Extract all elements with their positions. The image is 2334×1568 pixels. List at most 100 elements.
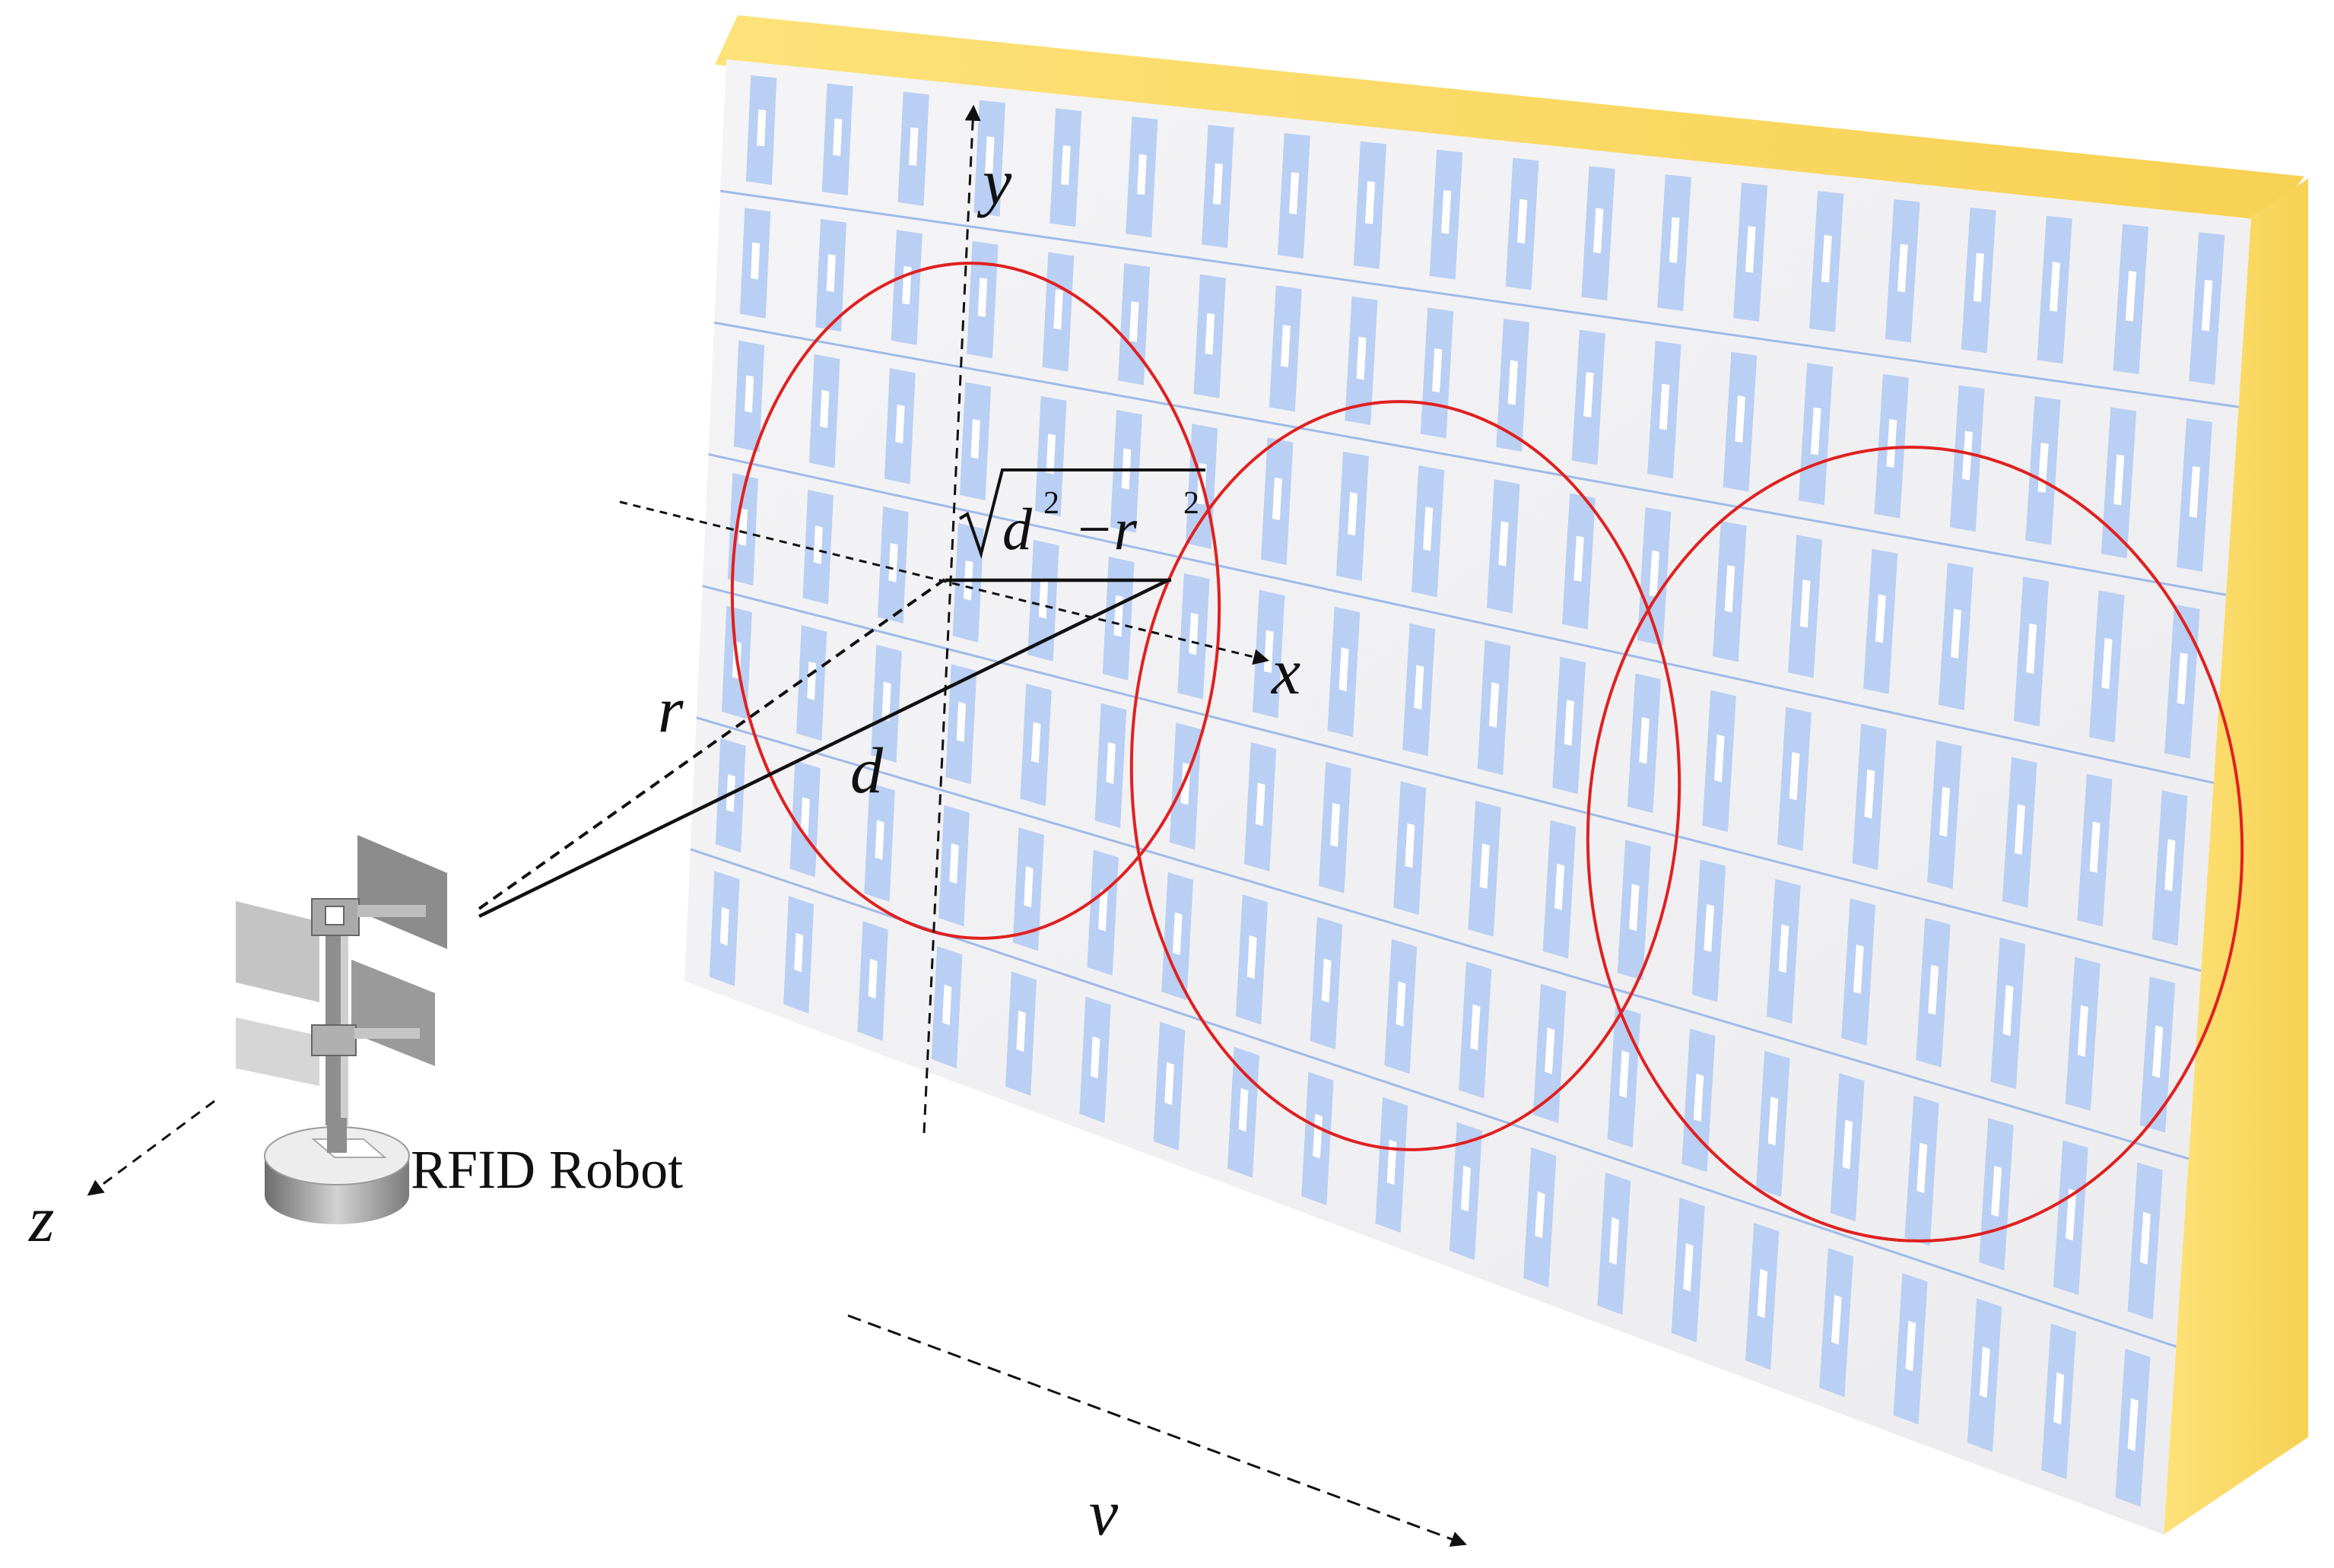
rfid-tag-chip — [1991, 1165, 2002, 1217]
rfid-tag-chip — [1470, 1004, 1481, 1051]
rfid-tag-chip — [2139, 1211, 2151, 1265]
rfid-tag-chip — [2101, 638, 2113, 690]
antenna-panel-front-top — [236, 901, 319, 1002]
rfid-tag-chip — [1979, 1346, 1990, 1398]
rfid-tag-chip — [2113, 454, 2125, 506]
radius-label: r — [658, 673, 684, 746]
rfid-tag-chip — [1098, 889, 1108, 932]
axis-x-label: x — [1270, 635, 1300, 708]
antenna-bracket-mid — [311, 1024, 357, 1056]
wall-face — [684, 59, 2251, 1535]
rfid-tag-chip — [1053, 289, 1063, 330]
rfid-tag-chip — [1238, 1087, 1249, 1132]
rfid-tag-chip — [1973, 252, 1984, 303]
rfid-tag-chip — [2164, 839, 2176, 891]
rfid-tag-chip — [1330, 802, 1341, 847]
formula-d: d — [1002, 496, 1033, 562]
offset-formula: d 2 −r 2 — [1002, 486, 1199, 562]
formula-exp-1: 2 — [1043, 486, 1059, 521]
rfid-tag-chip — [2026, 623, 2037, 674]
rfid-tag-chip — [1778, 924, 1789, 973]
rfid-tag-chip — [1338, 647, 1349, 692]
rfid-tag-chip — [1639, 717, 1650, 764]
rfid-tag-chip — [1498, 521, 1509, 567]
rfid-tag-chip — [1090, 1036, 1100, 1079]
rfid-tag-chip — [1460, 1165, 1472, 1212]
rfid-tag-chip — [985, 136, 995, 176]
rfid-tag-chip — [1659, 383, 1670, 430]
antenna-panel-back-top — [357, 835, 447, 949]
axis-y-label: y — [976, 145, 1012, 218]
tag-row-line — [714, 321, 2227, 596]
formula-exp-2: 2 — [1183, 486, 1199, 521]
rfid-tag-chip — [1364, 181, 1376, 224]
rfid-tag-chip — [2177, 652, 2188, 705]
rfid-tag-chip — [1799, 579, 1811, 628]
rfid-tag-chip — [2201, 280, 2213, 332]
rfid-tag-chip — [1189, 612, 1199, 655]
rfid-tag-chip — [1356, 336, 1367, 380]
antenna-panel-front-mid — [236, 1017, 319, 1086]
rfid-tag-chip — [1289, 172, 1300, 214]
rfid-tag-chip — [1683, 1243, 1694, 1292]
rfid-tag-chip — [2125, 271, 2137, 322]
rfid-tag-chip — [1172, 912, 1183, 956]
rfid-tag-chip — [1928, 964, 1939, 1015]
rfid-tag-chip — [1405, 823, 1415, 868]
rfid-tag-chip — [875, 820, 884, 860]
rfid-tag-chip — [1961, 430, 1973, 481]
rfid-tag-chip — [2152, 1025, 2164, 1078]
rfid-tag-chip — [1831, 1294, 1842, 1345]
rfid-tag-chip — [2077, 1005, 2088, 1057]
rfid-tag-chip — [1535, 1191, 1545, 1239]
rfid-tag-chip — [1618, 1050, 1630, 1098]
rfid-tag-chip — [757, 109, 767, 147]
rfid-tag-chip — [1886, 419, 1897, 468]
rfid-tag-chip — [1255, 782, 1265, 827]
rfid-tag-chip — [1440, 190, 1452, 234]
rfid-tag-chip — [1024, 866, 1034, 908]
z-axis — [87, 1100, 215, 1196]
tag-row-line — [708, 452, 2215, 784]
rfid-tag-chip — [1704, 903, 1714, 952]
tag-row-line — [702, 585, 2202, 973]
r-line — [478, 576, 948, 910]
sqrt-sign — [958, 468, 1205, 559]
rfid-tag-chip — [1213, 163, 1223, 205]
rfid-tag-chip — [2127, 1398, 2139, 1452]
rfid-tag-chip — [820, 389, 830, 428]
rfid-tag-chip — [1106, 742, 1116, 785]
rfid-tag-chip — [833, 118, 843, 157]
axis-z-label: z — [28, 1182, 54, 1255]
rfid-tag-chip — [1516, 198, 1528, 244]
velocity-label: v — [1089, 1476, 1119, 1549]
rfid-tag-chip — [1853, 944, 1864, 995]
rfid-tag-chip — [1745, 226, 1756, 273]
rfid-tag-chip — [1061, 145, 1071, 186]
rfid-tag-chip — [895, 404, 905, 444]
rfid-tag-chip — [1137, 154, 1147, 195]
rfid-tag-chip — [909, 127, 919, 166]
rfid-tag-chip — [1593, 208, 1604, 254]
rfid-tag-chip — [1905, 1320, 1916, 1372]
rfid-tag-chip — [888, 543, 898, 582]
rfid-tag-chip — [977, 278, 988, 318]
rfid-tag-chip — [1129, 301, 1139, 343]
rfid-tag-chip — [1280, 325, 1291, 368]
rfid-tag-chip — [1789, 751, 1800, 801]
rfid-tag-chip — [1031, 722, 1041, 763]
rfid-tag-chip — [1386, 1139, 1397, 1186]
rfid-tag-chip — [1916, 1142, 1928, 1193]
velocity-arrow — [847, 1314, 1467, 1547]
rfid-tag-chip — [1545, 1027, 1555, 1074]
read-zone-1 — [730, 262, 1221, 940]
rfid-tag-chip — [1608, 1217, 1620, 1265]
rfid-tag-chip — [1735, 395, 1745, 443]
rfid-tag-chip — [1864, 769, 1875, 819]
rfid-tag-chip — [2089, 821, 2101, 874]
rfid-tag-chip — [1757, 1268, 1768, 1319]
rfid-tag-chip — [2002, 985, 2014, 1036]
rfid-tag-chip — [1423, 506, 1434, 551]
tag-grid — [709, 75, 2225, 1507]
